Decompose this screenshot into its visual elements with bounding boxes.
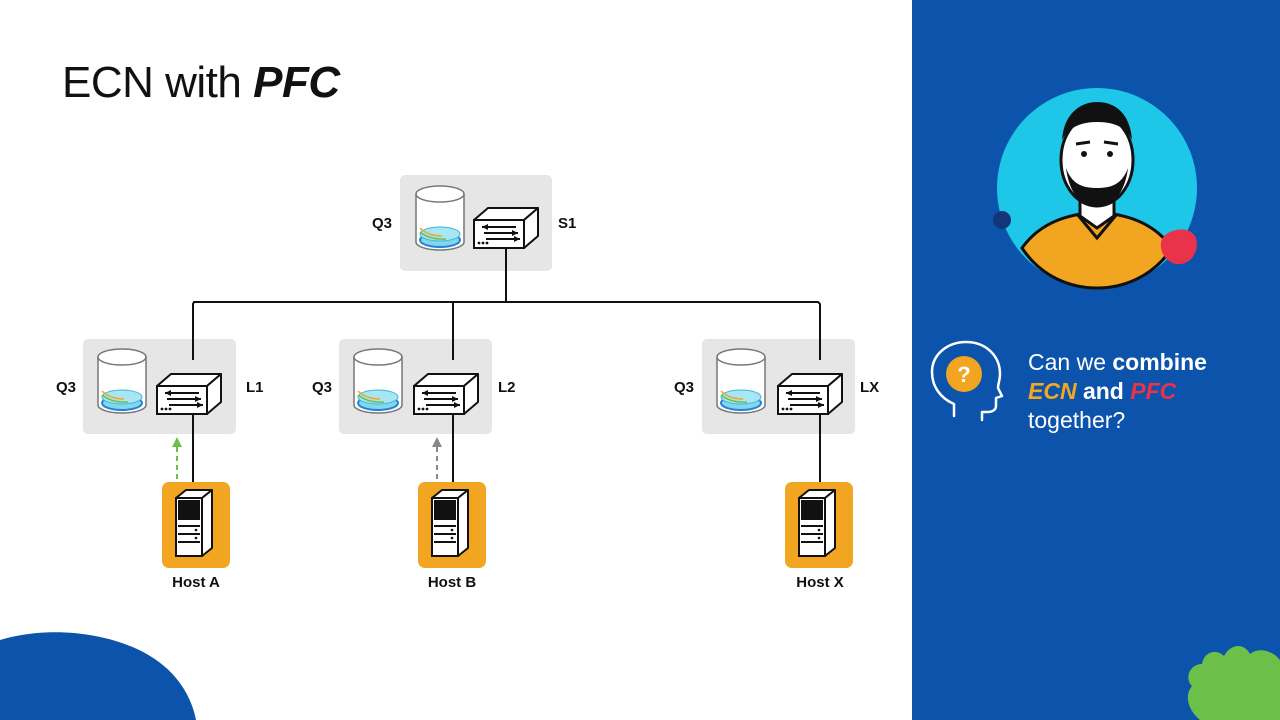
host-a-server-icon — [161, 481, 231, 569]
host-a-green-arrow — [172, 437, 182, 488]
presenter-panel: ? Can we combine ECN and PFC together? — [912, 0, 1280, 720]
question-head-icon: ? — [930, 340, 1004, 422]
leafx-switch-label: LX — [860, 379, 879, 396]
leafx-switch-icon — [777, 373, 843, 415]
question-part2: combine — [1112, 349, 1207, 375]
question-part1: Can we — [1028, 349, 1113, 375]
leaf1-switch-label: L1 — [246, 379, 264, 396]
spine-queue-label: Q3 — [372, 215, 392, 232]
title-emphasis: PFC — [253, 58, 340, 107]
question-part3: together? — [1028, 407, 1126, 433]
host-a-label: Host A — [172, 574, 220, 591]
leaf1-queue-label: Q3 — [56, 379, 76, 396]
leaf2-switch-icon — [413, 373, 479, 415]
question-pfc: PFC — [1130, 378, 1177, 404]
leaf2-queue-icon — [353, 348, 403, 414]
host-b-server-icon — [417, 481, 487, 569]
leafx-queue-icon — [716, 348, 766, 414]
question-ecn: ECN — [1028, 378, 1077, 404]
svg-text:?: ? — [957, 362, 970, 387]
leafx-queue-label: Q3 — [674, 379, 694, 396]
host-b-label: Host B — [428, 574, 477, 591]
spine-switch-icon — [473, 207, 539, 249]
decorative-green-blob — [1187, 645, 1280, 720]
network-diagram: Q3 S1 Q3 L1 Q3 L2 Q3 LX Host A Host B Ho… — [0, 175, 879, 720]
leaf1-queue-icon — [97, 348, 147, 414]
question-and: and — [1076, 378, 1131, 404]
leaf2-queue-label: Q3 — [312, 379, 332, 396]
spine-queue-icon — [415, 185, 465, 251]
leaf1-switch-icon — [156, 373, 222, 415]
spine-switch-label: S1 — [558, 215, 576, 232]
host-b-gray-arrow — [432, 437, 442, 488]
host-x-server-icon — [784, 481, 854, 569]
question-text: Can we combine ECN and PFC together? — [1028, 348, 1268, 435]
presenter-avatar — [993, 88, 1197, 290]
network-links — [192, 246, 821, 490]
leaf2-switch-label: L2 — [498, 379, 516, 396]
decorative-blue-blob — [0, 632, 196, 720]
host-x-label: Host X — [796, 574, 844, 591]
slide-title: ECN with PFC — [62, 58, 340, 108]
title-prefix: ECN with — [62, 58, 254, 107]
